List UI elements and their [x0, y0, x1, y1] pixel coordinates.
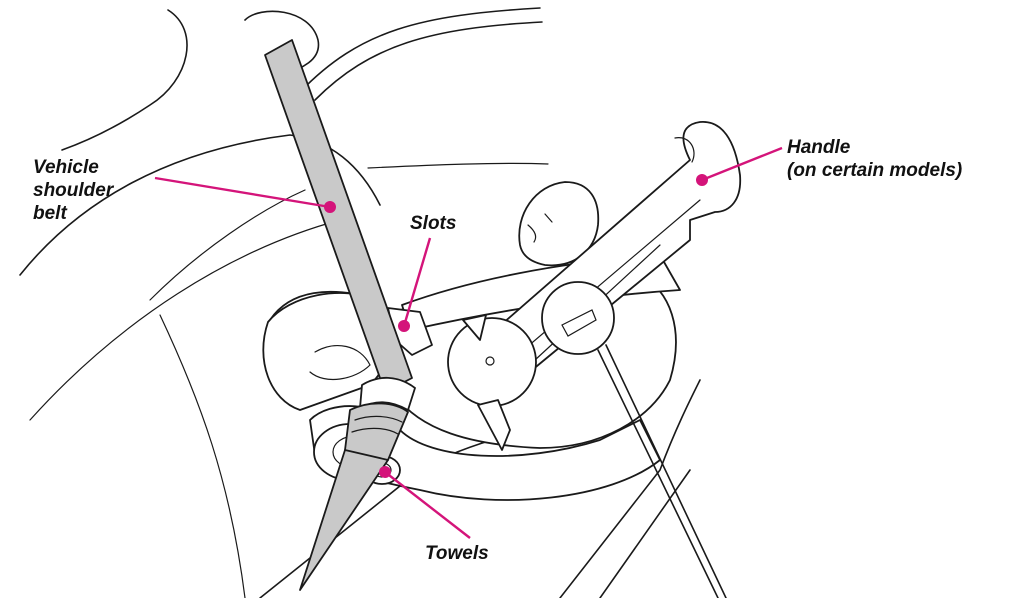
- leader-shoulder-belt-dot: [324, 201, 336, 213]
- callout-shoulder-belt: Vehicle shoulder belt: [33, 156, 113, 225]
- leader-towels-line: [385, 472, 470, 538]
- leader-shoulder-belt-line: [155, 178, 330, 207]
- leader-handle-line: [702, 148, 782, 180]
- callout-slots: Slots: [410, 212, 456, 235]
- leader-towels-dot: [379, 466, 391, 478]
- leader-slots-dot: [398, 320, 410, 332]
- callout-handle: Handle (on certain models): [787, 136, 962, 182]
- callout-towels: Towels: [425, 542, 489, 565]
- leader-handle-dot: [696, 174, 708, 186]
- leader-slots-line: [404, 238, 430, 326]
